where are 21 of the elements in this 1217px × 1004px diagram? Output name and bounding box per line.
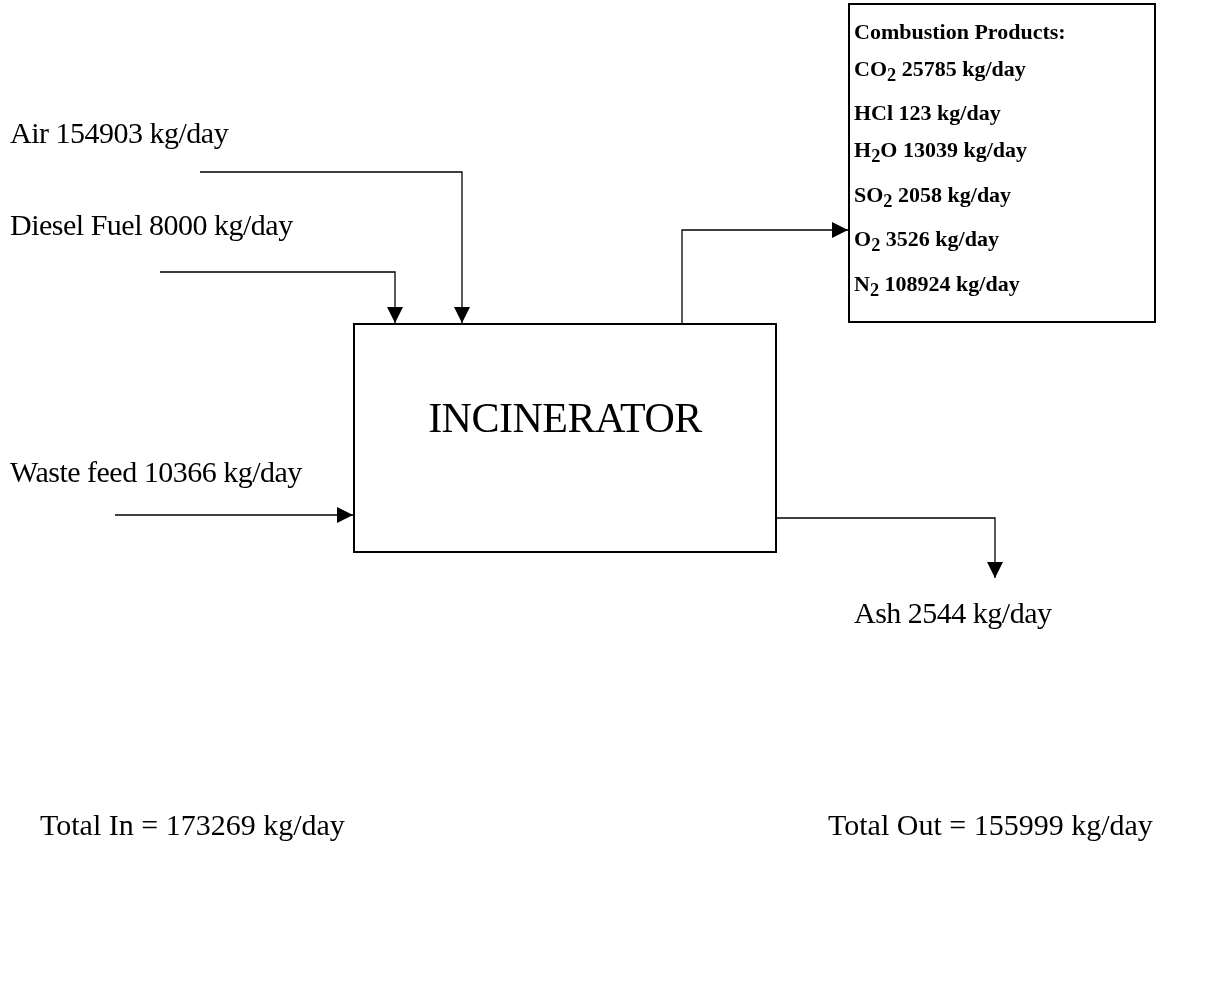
stream-label: Waste feed 10366 kg/day bbox=[10, 455, 302, 489]
arrow bbox=[159, 271, 403, 324]
total-label: Total In = 173269 kg/day bbox=[40, 808, 345, 842]
arrow bbox=[114, 507, 354, 523]
total-label: Total Out = 155999 kg/day bbox=[828, 808, 1153, 842]
stream-label: Air 154903 kg/day bbox=[10, 116, 229, 150]
product-flow: CO$_{2}$ 25785 kg/day bbox=[854, 55, 1027, 88]
heading: Combustion Products: bbox=[854, 18, 1067, 46]
product-flow: SO$_{2}$ 2058 kg/day bbox=[854, 180, 1013, 214]
product-flow: HCl 123 kg/day bbox=[854, 99, 1002, 128]
product-flow: N$_{2}$ 108924 kg/day bbox=[854, 269, 1021, 302]
product-flow: O$_{2}$ 3526 kg/day bbox=[854, 225, 1000, 258]
arrow bbox=[776, 517, 1003, 579]
products-box bbox=[848, 3, 1156, 323]
arrow bbox=[199, 171, 470, 324]
product-flow: H$_{2}$O 13039 kg/day bbox=[854, 136, 1028, 169]
stream-label: Ash 2544 kg/day bbox=[854, 596, 1052, 630]
stream-label: Diesel Fuel 8000 kg/day bbox=[10, 208, 293, 242]
incinerator-box bbox=[353, 323, 777, 553]
unit-name: INCINERATOR bbox=[428, 394, 702, 442]
arrow bbox=[681, 222, 849, 324]
